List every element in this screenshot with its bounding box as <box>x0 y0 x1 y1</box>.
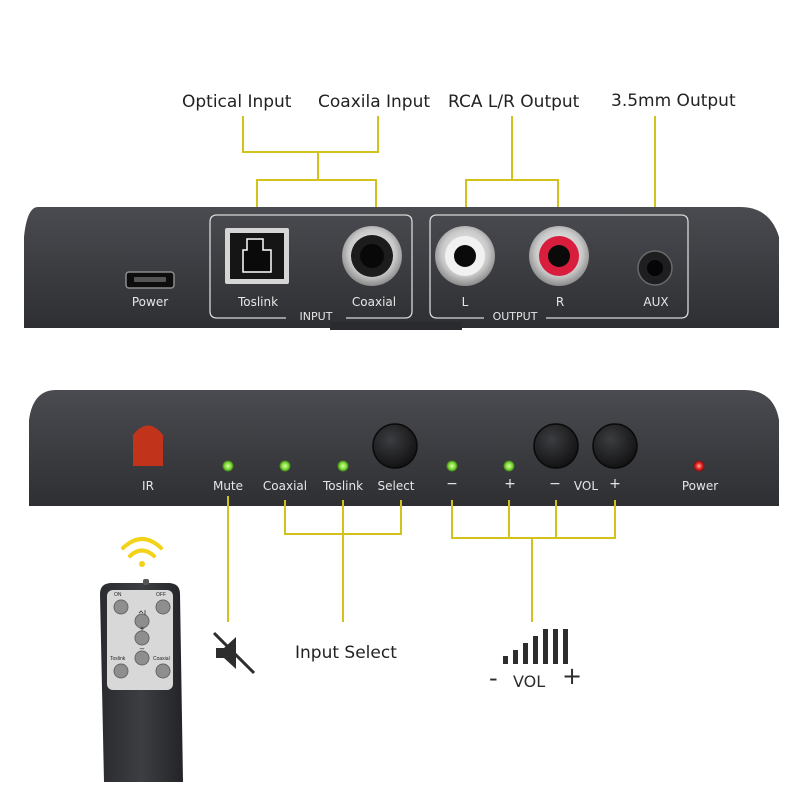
coaxial-input-callout: Coaxila Input <box>318 92 431 112</box>
front-vol-label: VOL <box>573 479 599 493</box>
coaxial-port <box>342 226 402 286</box>
toslink-led <box>337 460 349 472</box>
remote-on-button[interactable] <box>113 599 129 615</box>
vol-icon-label: VOL <box>513 672 546 691</box>
front-power-label: Power <box>681 479 719 493</box>
vol-up-button[interactable] <box>592 423 638 469</box>
mute-speaker-icon <box>212 631 256 675</box>
rear-left-label: L <box>461 295 469 309</box>
svg-text:−: − <box>139 645 145 653</box>
input-group-label: INPUT <box>299 310 333 323</box>
vol-icon-plus: + <box>562 662 583 690</box>
aux-output-callout: 3.5mm Output <box>611 91 736 111</box>
bottom-callout-lines <box>227 496 616 622</box>
remote-vol-up-button[interactable] <box>134 630 150 646</box>
remote-control: + − <box>100 579 183 782</box>
front-vol-minus-label: − <box>549 476 561 492</box>
rca-output-callout: RCA L/R Output <box>448 92 580 112</box>
remote-toslink-label: Toslink <box>110 656 126 662</box>
output-group-label: OUTPUT <box>492 310 538 323</box>
vol-down-button[interactable] <box>533 423 579 469</box>
power-led <box>693 460 705 472</box>
rear-aux-label: AUX <box>643 295 669 309</box>
front-ir-label: IR <box>142 479 154 493</box>
vol-minus-led <box>446 460 458 472</box>
remote-coaxial-label: Coaxial <box>153 656 170 662</box>
remote-toslink-button[interactable] <box>113 663 129 679</box>
remote-on-label: ON <box>114 592 122 598</box>
mute-led <box>222 460 234 472</box>
remote-vol-down-button[interactable] <box>134 650 150 666</box>
select-button[interactable] <box>372 423 418 469</box>
rear-power-label: Power <box>131 295 169 309</box>
ir-window <box>133 425 163 466</box>
front-vol-plus-label: + <box>609 476 621 492</box>
front-select-label: Select <box>377 479 415 493</box>
front-plus-label: + <box>504 476 516 492</box>
front-minus-label: − <box>446 476 458 492</box>
remote-off-button[interactable] <box>155 599 171 615</box>
remote-off-label: OFF <box>156 592 166 598</box>
rear-toslink-label: Toslink <box>237 295 279 309</box>
aux-jack <box>637 250 673 286</box>
front-panel-device <box>29 390 779 506</box>
rear-right-label: R <box>555 295 565 309</box>
volume-bars-icon <box>503 629 568 664</box>
rca-right-port <box>529 226 589 286</box>
input-select-callout: Input Select <box>295 643 397 663</box>
vol-plus-led <box>503 460 515 472</box>
rca-left-port <box>435 226 495 286</box>
rear-coaxial-label: Coaxial <box>351 295 397 309</box>
remote-coaxial-button[interactable] <box>155 663 171 679</box>
front-mute-label: Mute <box>212 479 244 493</box>
rear-panel-device <box>24 207 779 330</box>
toslink-port <box>225 228 289 284</box>
svg-text:+: + <box>139 625 145 633</box>
wireless-signal-icon <box>121 537 163 567</box>
vol-icon-minus: - <box>489 664 498 692</box>
optical-input-callout: Optical Input <box>182 92 292 112</box>
front-coaxial-label: Coaxial <box>262 479 308 493</box>
remote-mute-button[interactable] <box>134 613 150 629</box>
front-toslink-label: Toslink <box>322 479 364 493</box>
coaxial-led <box>279 460 291 472</box>
